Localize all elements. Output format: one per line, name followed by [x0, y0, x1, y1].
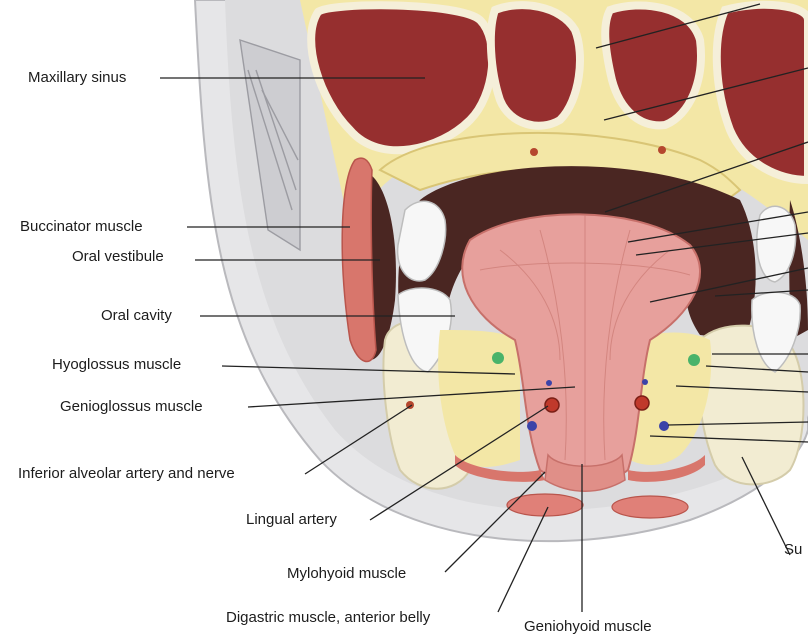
label-maxillary-sinus: Maxillary sinus: [28, 69, 126, 87]
lingual-artery-right: [635, 396, 649, 410]
label-genioglossus-muscle: Genioglossus muscle: [60, 398, 203, 416]
lingual-vein-left: [527, 421, 537, 431]
label-oral-cavity: Oral cavity: [101, 307, 172, 325]
label-digastric-muscle: Digastric muscle, anterior belly: [226, 609, 430, 627]
lingual-artery-left: [545, 398, 559, 412]
lingual-vein-right: [659, 421, 669, 431]
nerve-right: [688, 354, 700, 366]
digastric-right: [612, 496, 688, 518]
label-oral-vestibule: Oral vestibule: [72, 248, 164, 266]
label-geniohyoid-muscle: Geniohyoid muscle: [524, 618, 652, 636]
small-vein-left: [546, 380, 552, 386]
label-buccinator-muscle: Buccinator muscle: [20, 218, 143, 236]
label-cut-off: Su: [784, 541, 802, 559]
label-mylohyoid-muscle: Mylohyoid muscle: [287, 565, 406, 583]
nasal-cavity-left: [491, 5, 580, 126]
label-hyoglossus-muscle: Hyoglossus muscle: [52, 356, 181, 374]
label-inferior-alveolar: Inferior alveolar artery and nerve: [18, 465, 235, 483]
nerve-left: [492, 352, 504, 364]
label-lingual-artery: Lingual artery: [246, 511, 337, 529]
small-vein-right: [642, 379, 648, 385]
